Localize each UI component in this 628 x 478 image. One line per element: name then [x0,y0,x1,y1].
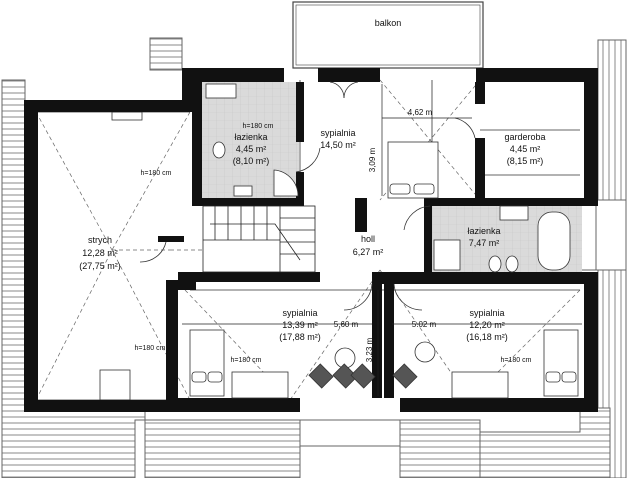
bathroom1-area: 4,45 m² [236,144,267,154]
dim-462: 4,62 m [408,108,433,117]
walls [24,68,598,412]
hall-name: holl [361,234,375,244]
dim-560: 5,60 m [334,320,359,329]
bedroom1-area: 14,50 m² [320,140,356,150]
attic-area-total: (27,75 m²) [79,261,121,271]
bedroom3-area: 12,20 m² [469,320,505,330]
attic-name: strych [88,235,112,245]
doors [139,81,476,311]
bed-left [189,329,225,397]
bathroom2-area: 7,47 m² [469,238,500,248]
attic-height-bottom: h=180 cm [135,345,166,352]
bathroom1-name: łazienka [234,132,267,142]
hall-area: 6,27 m² [353,247,384,257]
roof-outline [1,37,627,478]
wardrobe-area-total: (8,15 m²) [507,156,544,166]
bedroom2-height: h=180 cm [231,357,262,364]
furniture [189,83,579,399]
dim-502: 5.02 m [412,320,437,329]
wardrobe-area: 4,45 m² [510,144,541,154]
bedroom2-area: 13,39 m² [282,320,318,330]
bedroom2-name: sypialnia [282,308,317,318]
attic-height-top: h=180 cm [141,170,172,177]
bed-right [543,329,579,397]
balcony-label: balkon [375,18,402,28]
bathroom1-height: h=180 cm [243,123,274,130]
bedroom2-area-total: (17,88 m²) [279,332,321,342]
bedroom3-name: sypialnia [469,308,504,318]
dim-323: 3,23 m [365,337,374,362]
staircase [202,205,316,273]
bathroom2-name: łazienka [467,226,500,236]
bedroom3-area-total: (16,18 m²) [466,332,508,342]
wardrobe-name: garderoba [504,132,545,142]
balcony [292,1,484,69]
dimension-lines [182,84,582,396]
bathroom1-area-total: (8,10 m²) [233,156,270,166]
bedroom3-height: h=180 cm [501,357,532,364]
dim-309: 3,09 m [368,147,377,172]
bedroom1-name: sypialnia [320,128,355,138]
attic-area: 12,28 m² [82,248,118,258]
